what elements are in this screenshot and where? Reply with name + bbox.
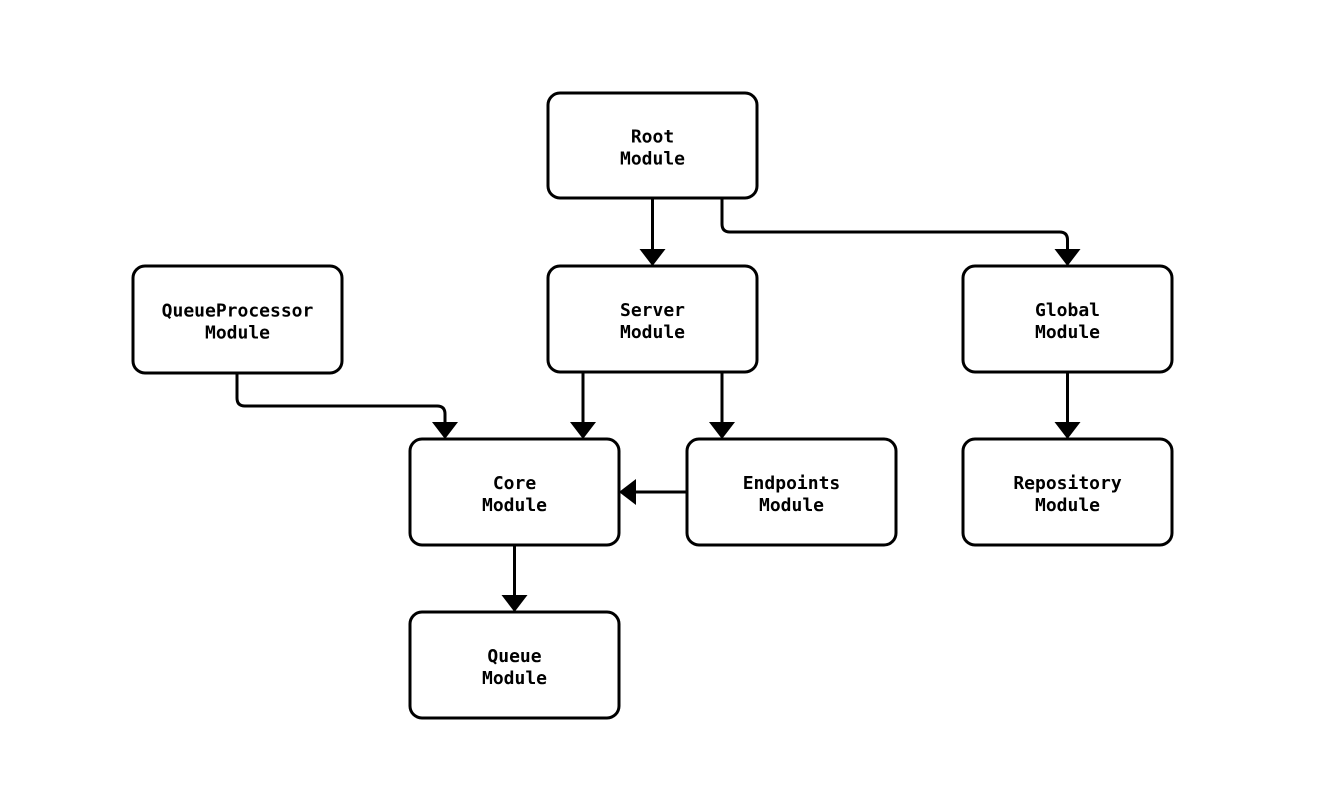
- node-label-line: Server: [620, 300, 685, 321]
- edge-server-module-to-endpoints-module: [709, 370, 735, 439]
- node-label-line: Queue: [487, 646, 541, 667]
- edge-server-module-to-core-module: [570, 370, 596, 439]
- node-label-line: Module: [759, 495, 824, 516]
- node-box: [131, 264, 344, 375]
- node-label-line: Module: [482, 668, 547, 689]
- node-label-line: Module: [620, 322, 685, 343]
- edge-queueprocessor-module-to-core-module: [235, 371, 458, 439]
- node-label-line: Module: [205, 323, 270, 344]
- node-box: [546, 264, 759, 374]
- edge-core-module-to-queue-module: [501, 543, 528, 612]
- edge-arrowhead: [432, 422, 458, 439]
- edge-root-module-to-server-module: [639, 196, 666, 266]
- node-label-line: Module: [482, 495, 547, 516]
- node-label-line: Root: [631, 127, 674, 148]
- node-label-line: Module: [1035, 322, 1100, 343]
- node-label-line: Global: [1035, 300, 1100, 321]
- edge-root-module-to-global-module: [720, 196, 1081, 266]
- node-box: [685, 437, 898, 547]
- node-box: [961, 437, 1174, 547]
- node-box: [408, 610, 621, 720]
- node-label-line: Module: [1035, 495, 1100, 516]
- node-label-line: Core: [493, 473, 537, 494]
- edge-arrowhead: [501, 595, 528, 612]
- node-box: [546, 91, 759, 200]
- edge-arrowhead: [639, 249, 666, 266]
- node-label-line: QueueProcessor: [162, 301, 314, 322]
- node-box: [961, 264, 1174, 374]
- edge-arrowhead: [570, 422, 596, 439]
- edge-line: [235, 371, 447, 426]
- edge-arrowhead: [619, 479, 636, 505]
- edge-arrowhead: [709, 422, 735, 439]
- edge-arrowhead: [1054, 422, 1081, 439]
- edge-arrowhead: [1054, 249, 1081, 266]
- node-label-line: Repository: [1013, 473, 1122, 494]
- edge-endpoints-module-to-core-module: [619, 479, 689, 505]
- node-label-line: Module: [620, 149, 685, 170]
- node-label-line: Endpoints: [743, 473, 841, 494]
- node-box: [408, 437, 621, 547]
- edge-line: [720, 196, 1069, 253]
- edge-global-module-to-repository-module: [1054, 370, 1081, 439]
